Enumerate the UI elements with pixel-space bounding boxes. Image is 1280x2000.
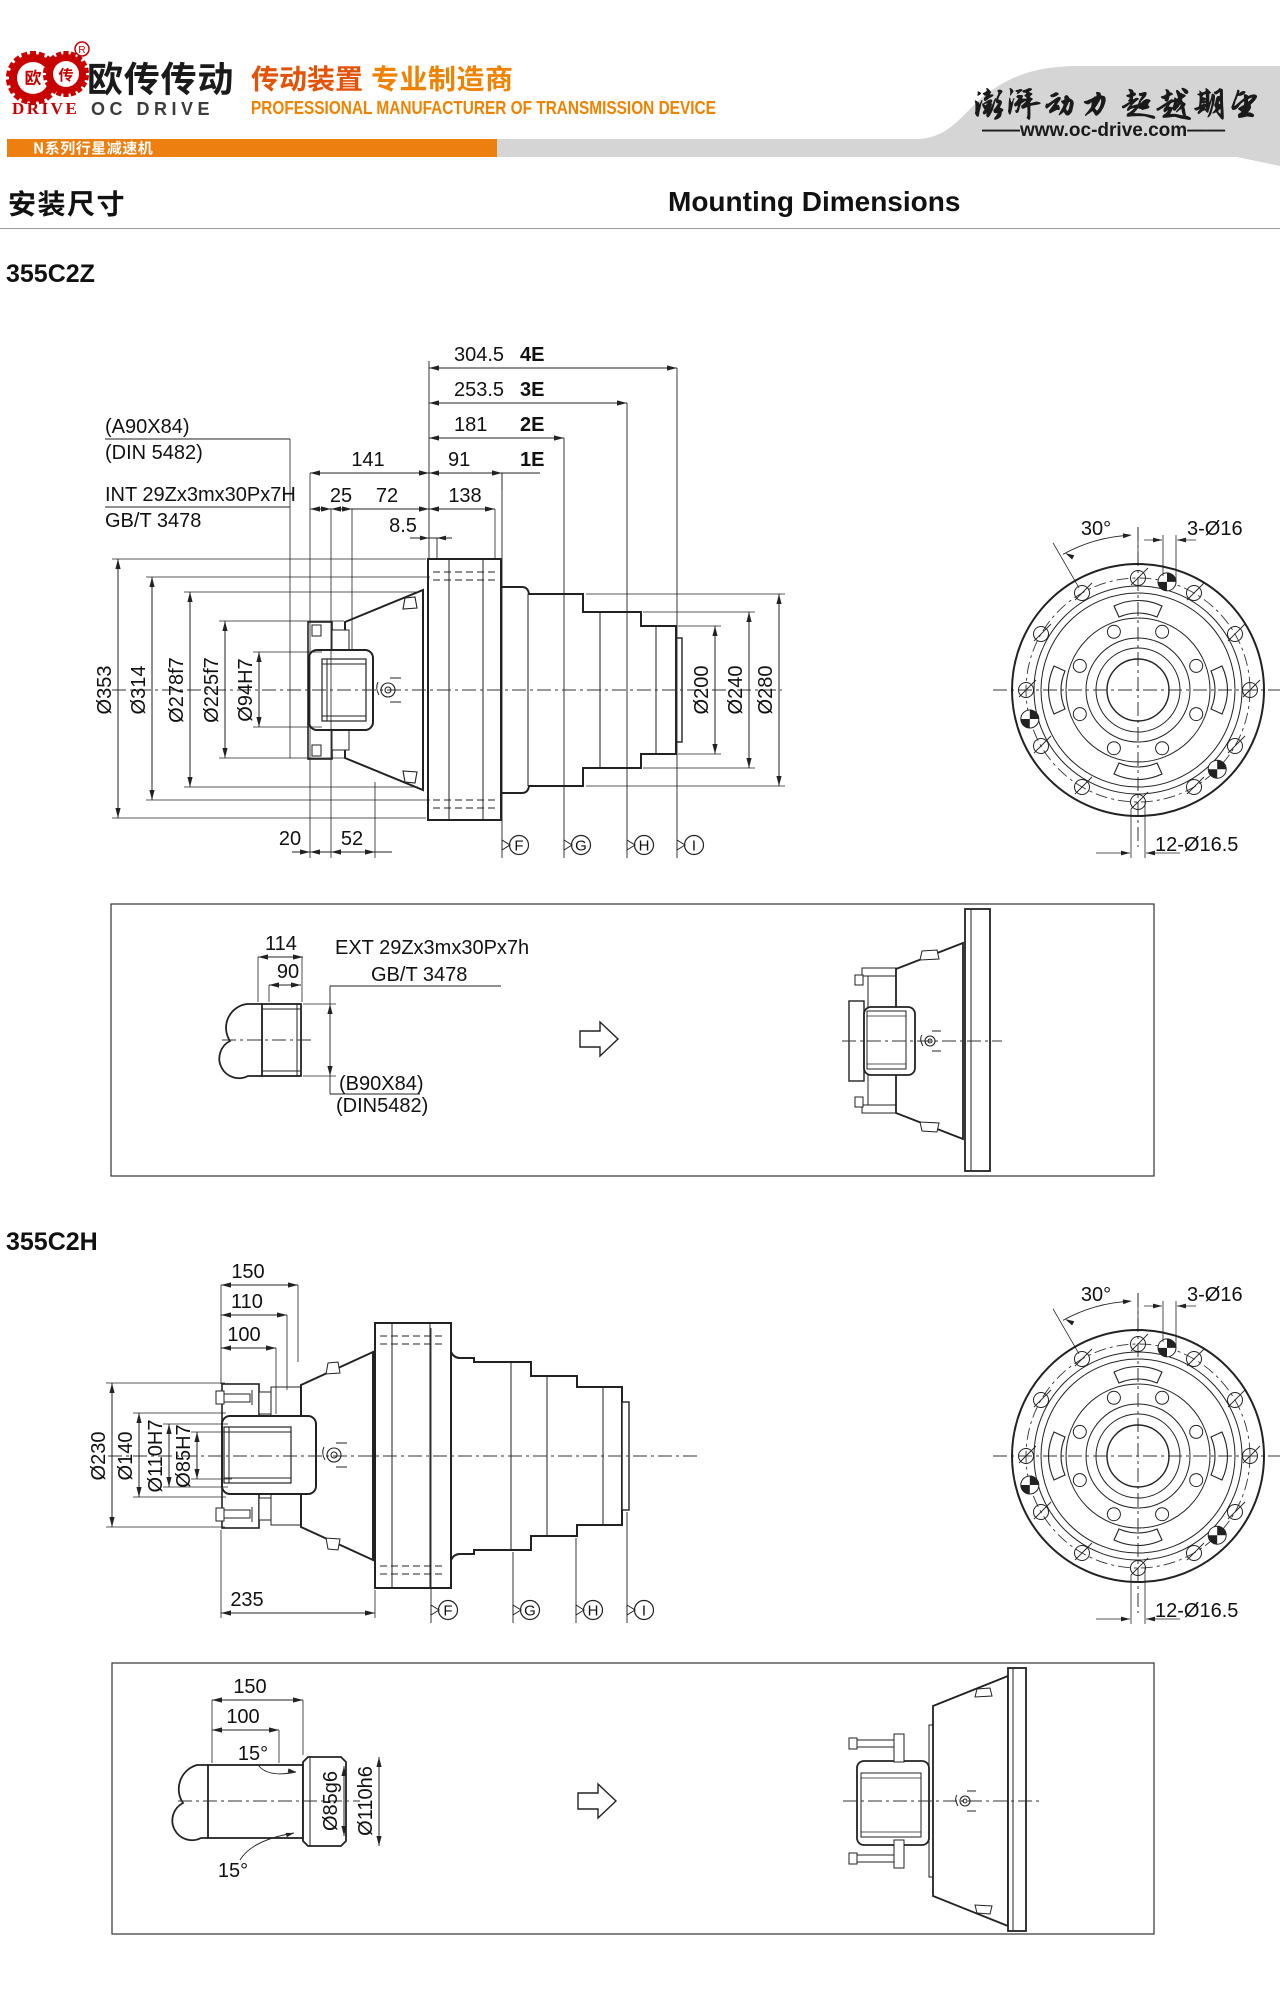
svg-text:150: 150	[231, 1261, 264, 1283]
svg-text:(B90X84): (B90X84)	[339, 1073, 424, 1095]
svg-text:I: I	[692, 838, 696, 855]
svg-text:3-Ø16: 3-Ø16	[1187, 1284, 1243, 1306]
svg-text:52: 52	[341, 828, 363, 850]
svg-text:EXT 29Zx3mx30Px7h: EXT 29Zx3mx30Px7h	[335, 937, 529, 959]
svg-text:Ø200: Ø200	[691, 666, 713, 715]
svg-text:GB/T 3478: GB/T 3478	[371, 964, 467, 986]
svg-text:3E: 3E	[520, 379, 544, 401]
svg-text:Ø280: Ø280	[755, 666, 777, 715]
svg-text:30°: 30°	[1081, 518, 1111, 540]
svg-text:304.5: 304.5	[454, 344, 504, 366]
svg-text:Ø230: Ø230	[88, 1432, 110, 1481]
svg-text:91: 91	[448, 449, 470, 471]
svg-text:90: 90	[277, 961, 299, 983]
svg-text:2E: 2E	[520, 414, 544, 436]
svg-text:141: 141	[351, 449, 384, 471]
svg-text:12-Ø16.5: 12-Ø16.5	[1155, 1600, 1238, 1622]
svg-text:150: 150	[233, 1676, 266, 1698]
svg-text:I: I	[642, 1603, 646, 1620]
svg-text:Ø85g6: Ø85g6	[320, 1771, 342, 1831]
svg-text:114: 114	[265, 933, 297, 955]
svg-text:Ø110H7: Ø110H7	[145, 1419, 167, 1492]
svg-text:15°: 15°	[218, 1860, 248, 1882]
svg-text:100: 100	[226, 1706, 259, 1728]
svg-text:R: R	[78, 45, 85, 56]
svg-text:G: G	[524, 1603, 536, 1620]
svg-text:3-Ø16: 3-Ø16	[1187, 518, 1243, 540]
svg-text:25: 25	[330, 485, 352, 507]
svg-text:Ø240: Ø240	[725, 666, 747, 715]
svg-text:1E: 1E	[520, 449, 544, 471]
svg-text:15°: 15°	[238, 1743, 268, 1765]
svg-text:F: F	[514, 838, 523, 855]
svg-text:235: 235	[230, 1589, 263, 1611]
svg-text:100: 100	[227, 1324, 260, 1346]
svg-text:110: 110	[231, 1291, 263, 1313]
svg-text:20: 20	[279, 828, 301, 850]
svg-text:F: F	[443, 1603, 452, 1620]
svg-text:(DIN 5482): (DIN 5482)	[105, 442, 203, 464]
svg-text:(DIN5482): (DIN5482)	[336, 1095, 428, 1117]
svg-text:Ø353: Ø353	[94, 666, 116, 715]
svg-text:181: 181	[454, 414, 487, 436]
svg-text:INT 29Zx3mx30Px7H: INT 29Zx3mx30Px7H	[105, 484, 296, 506]
svg-text:G: G	[575, 838, 587, 855]
svg-text:72: 72	[376, 485, 398, 507]
svg-text:30°: 30°	[1081, 1284, 1111, 1306]
svg-text:(A90X84): (A90X84)	[105, 416, 190, 438]
svg-text:H: H	[639, 838, 650, 855]
svg-text:Ø140: Ø140	[115, 1432, 137, 1481]
svg-text:8.5: 8.5	[389, 515, 417, 537]
svg-text:Ø110h6: Ø110h6	[355, 1766, 377, 1836]
svg-text:GB/T 3478: GB/T 3478	[105, 510, 201, 532]
svg-text:H: H	[588, 1603, 599, 1620]
svg-text:253.5: 253.5	[454, 379, 504, 401]
svg-text:4E: 4E	[520, 344, 544, 366]
svg-text:138: 138	[448, 485, 481, 507]
svg-text:Ø85H7: Ø85H7	[173, 1424, 195, 1487]
svg-text:Ø225f7: Ø225f7	[201, 657, 223, 723]
svg-text:DRIVE: DRIVE	[12, 99, 79, 118]
svg-text:Ø278f7: Ø278f7	[166, 657, 188, 723]
svg-text:Ø94H7: Ø94H7	[235, 658, 257, 721]
svg-text:Ø314: Ø314	[128, 666, 150, 715]
svg-text:12-Ø16.5: 12-Ø16.5	[1155, 834, 1238, 856]
